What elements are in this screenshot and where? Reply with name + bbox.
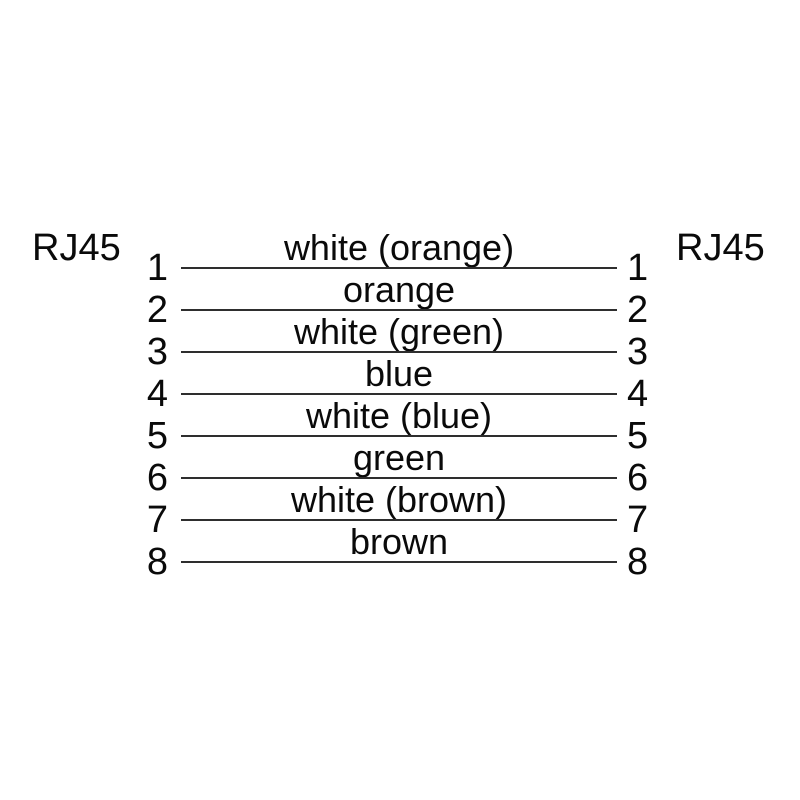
wire-color-label: white (brown) bbox=[290, 479, 508, 520]
wire-color-label: brown bbox=[349, 521, 449, 562]
left-pin-number: 6 bbox=[146, 457, 168, 499]
wire-line bbox=[181, 267, 617, 269]
wire-line bbox=[181, 309, 617, 311]
right-pin-number: 1 bbox=[627, 247, 649, 289]
right-pin-number: 2 bbox=[627, 289, 649, 331]
right-pin-number: 6 bbox=[627, 457, 649, 499]
left-pin-number: 1 bbox=[146, 247, 168, 289]
wire-color-label: blue bbox=[364, 353, 434, 394]
left-pin-number: 5 bbox=[146, 415, 168, 457]
left-pin-number: 2 bbox=[146, 289, 168, 331]
wire-color-label: white (blue) bbox=[305, 395, 493, 436]
wire-line bbox=[181, 519, 617, 521]
left-pin-number: 8 bbox=[146, 541, 168, 583]
wire-color-label: white (orange) bbox=[283, 227, 515, 268]
left-pin-number: 7 bbox=[146, 499, 168, 541]
right-pin-number: 5 bbox=[627, 415, 649, 457]
wire-line bbox=[181, 351, 617, 353]
wire-line bbox=[181, 561, 617, 563]
right-pin-number: 3 bbox=[627, 331, 649, 373]
wire-line bbox=[181, 393, 617, 395]
left-pin-number: 3 bbox=[146, 331, 168, 373]
right-pin-number: 7 bbox=[627, 499, 649, 541]
wire-color-label: green bbox=[352, 437, 446, 478]
left-pin-number: 4 bbox=[146, 373, 168, 415]
wire-color-label: white (green) bbox=[293, 311, 505, 352]
wire-line bbox=[181, 477, 617, 479]
wire-color-label: orange bbox=[342, 269, 456, 310]
left-connector-label: RJ45 bbox=[32, 227, 121, 269]
right-pin-number: 8 bbox=[627, 541, 649, 583]
wire-line bbox=[181, 435, 617, 437]
right-connector-label: RJ45 bbox=[676, 227, 765, 269]
right-pin-number: 4 bbox=[627, 373, 649, 415]
